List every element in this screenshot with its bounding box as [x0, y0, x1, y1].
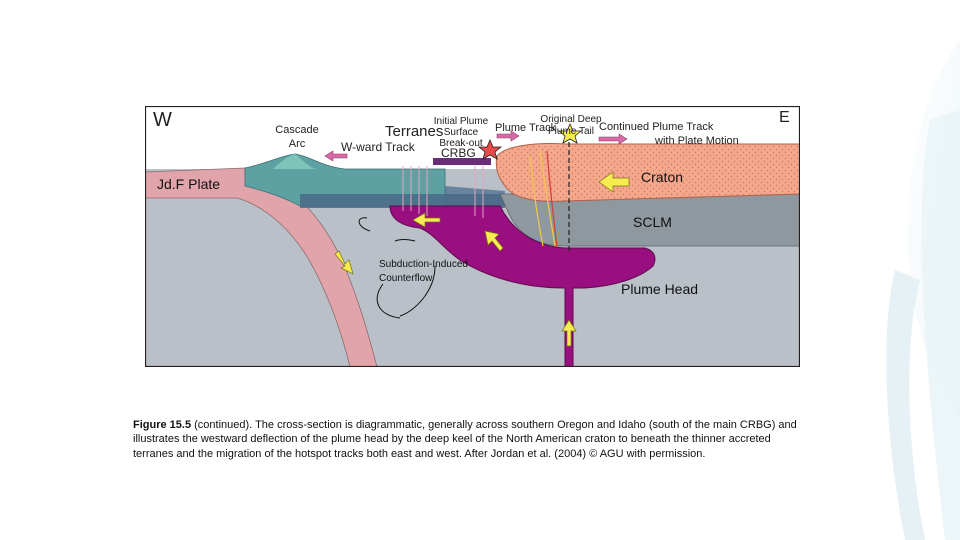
- sclm-block: [499, 193, 801, 247]
- crbg-bar: [433, 158, 491, 165]
- ww-track-arrow-icon: [324, 150, 348, 162]
- initial-breakout-star-icon: [477, 138, 503, 160]
- counterflow-line1: Subduction-Induced: [379, 259, 468, 270]
- track-arrows: [324, 130, 628, 162]
- sclm-label: SCLM: [633, 214, 672, 230]
- caption-text: (continued). The cross-section is diagra…: [133, 419, 797, 460]
- yellow-track-lines: [529, 150, 556, 247]
- cascade-label-line2: Arc: [289, 138, 306, 150]
- plume-west-arrow-icon: [412, 212, 441, 228]
- plume-track-arrow-icon: [496, 130, 520, 142]
- figure-caption: Figure 15.5 (continued). The cross-secti…: [133, 418, 813, 461]
- craton-block: [495, 143, 801, 202]
- plume-head-shape: [389, 205, 656, 368]
- continued-track-line1: Continued Plume Track: [599, 121, 714, 133]
- figure-number: Figure 15.5: [133, 419, 192, 431]
- craton-arrow-icon: [598, 171, 630, 193]
- plume-up-arrow-icon: [561, 319, 577, 347]
- jdf-plate-label: Jd.F Plate: [157, 176, 220, 192]
- motion-arrows: [334, 171, 630, 347]
- crbg-label: CRBG: [441, 146, 476, 160]
- initial-plume-line3: Break-out: [439, 138, 483, 149]
- red-track-lines: [546, 150, 558, 247]
- terranes-label: Terranes: [385, 123, 443, 140]
- original-deep-line2: Plume Tail: [548, 126, 594, 137]
- craton-label: Craton: [641, 169, 683, 185]
- ww-track-label: W-ward Track: [341, 140, 416, 154]
- figure-frame: [144, 105, 801, 368]
- east-label: E: [779, 109, 790, 126]
- cross-section-figure: W E Jd.F Plate Cascade Arc Terranes W-wa…: [144, 105, 801, 368]
- continued-track-arrow-icon: [598, 133, 628, 145]
- cross-section-svg: W E Jd.F Plate Cascade Arc Terranes W-wa…: [144, 105, 801, 368]
- plume-track-label: Plume Track: [495, 122, 557, 134]
- slab-down-arrow-icon: [334, 250, 354, 275]
- plume-track-lines: [402, 166, 484, 218]
- plume-nw-arrow-icon: [484, 230, 504, 252]
- initial-plume-line2: Surface: [444, 127, 479, 138]
- counterflow-line2: Counterflow: [379, 273, 433, 284]
- original-deep-line1: Original Deep: [540, 114, 602, 125]
- west-label: W: [153, 109, 172, 131]
- plume-head-label: Plume Head: [621, 281, 698, 297]
- cascade-label-line1: Cascade: [275, 124, 318, 136]
- cascade-arc-shape: [273, 154, 317, 169]
- initial-plume-line1: Initial Plume: [434, 116, 489, 127]
- original-plume-star-icon: [557, 122, 583, 144]
- counterflow-arrows: [358, 217, 436, 319]
- continued-track-line2: with Plate Motion: [654, 135, 739, 147]
